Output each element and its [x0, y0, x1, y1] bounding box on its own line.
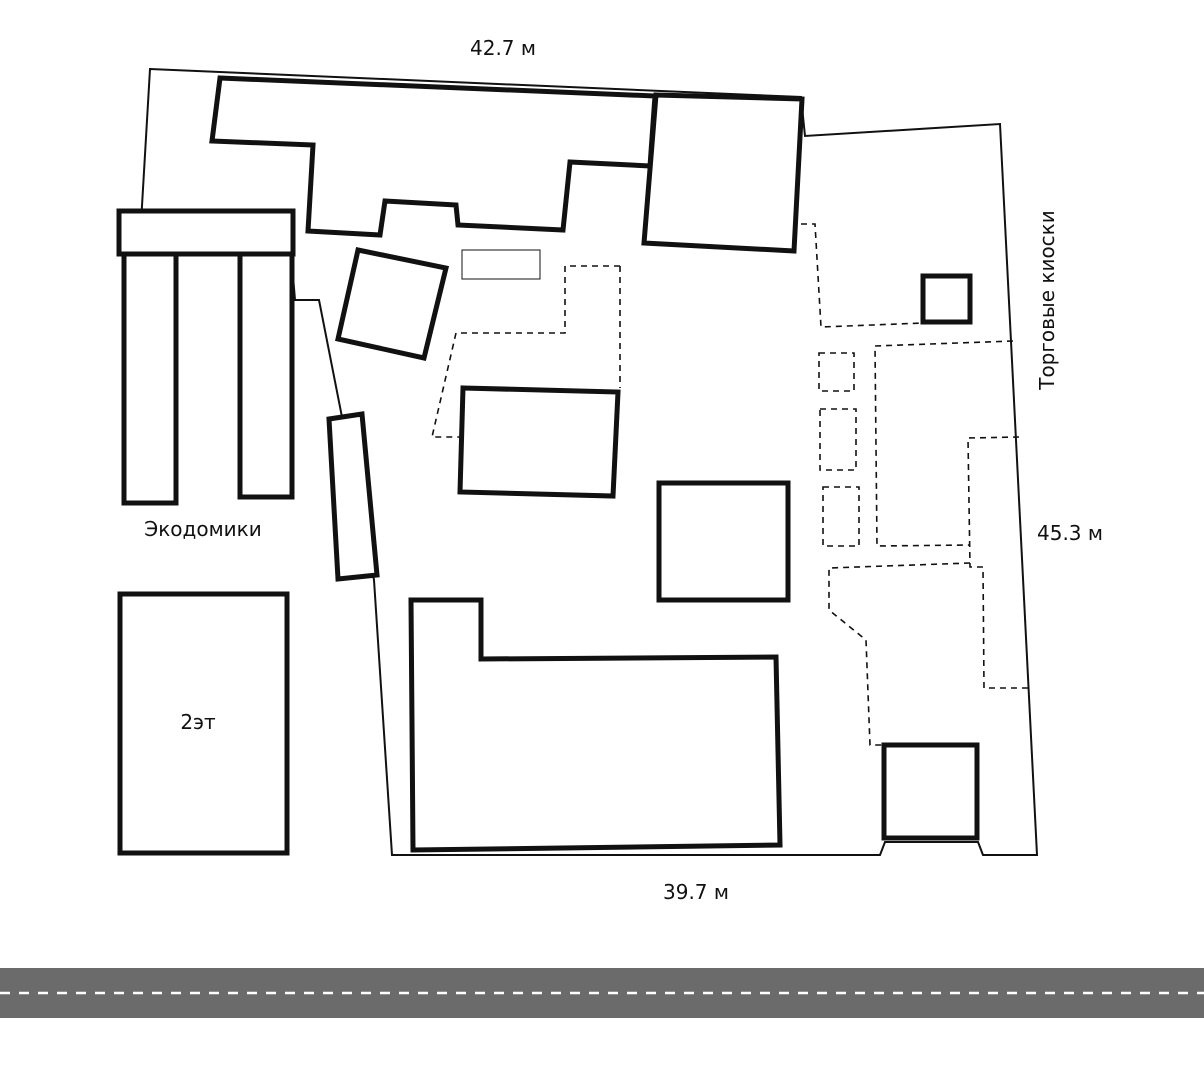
dashed-zone-south-east — [828, 562, 971, 746]
dashed-zone-east-strip — [967, 436, 1028, 689]
eco-house-2 — [237, 251, 295, 500]
road — [0, 968, 1204, 1018]
label-eco-houses: Экодомики — [144, 517, 262, 541]
dashed-zone-east-top — [801, 223, 924, 328]
building-center-2 — [656, 480, 791, 603]
eco-houses — [116, 208, 296, 506]
eco-house-1 — [121, 251, 179, 506]
kiosk-square — [920, 273, 973, 325]
building-tilted-square — [335, 247, 450, 361]
building-north-east — [641, 92, 805, 254]
small-marker — [461, 249, 541, 280]
dimension-top: 42.7 м — [470, 36, 536, 60]
kiosk-dashed-3 — [822, 486, 860, 547]
dimension-right: 45.3 м — [1037, 521, 1103, 545]
dimension-bottom: 39.7 м — [663, 880, 729, 904]
building-narrow — [326, 411, 380, 582]
label-two-floor: 2эт — [180, 710, 216, 734]
building-south-large — [408, 597, 783, 853]
building-two-floor — [117, 591, 290, 856]
dashed-zone-center — [430, 265, 621, 438]
building-center-1 — [457, 385, 621, 499]
dashed-zone-kiosks — [874, 340, 1014, 547]
kiosk-dashed-1 — [818, 352, 855, 392]
label-kiosks: Торговые киоски — [1035, 210, 1059, 391]
building-south-east — [881, 742, 980, 841]
kiosk-dashed-2 — [819, 408, 857, 471]
road-surface — [0, 968, 1204, 1018]
eco-house-header — [116, 208, 296, 257]
